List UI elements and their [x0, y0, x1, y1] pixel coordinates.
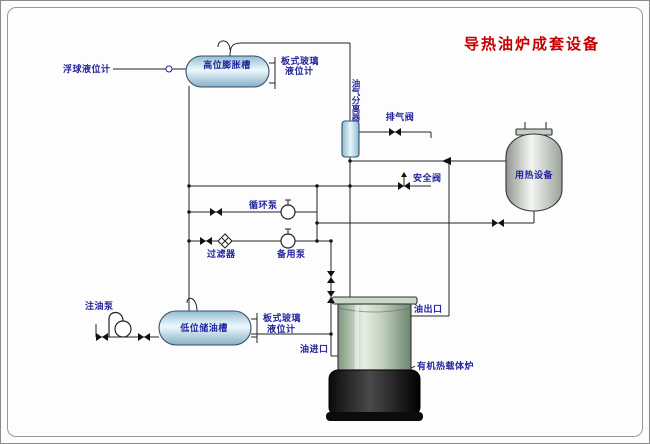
expansion-tank-vessel	[185, 55, 270, 88]
label-oil-inlet: 油进口	[300, 343, 329, 355]
sight-glass-top	[269, 57, 276, 89]
label-safety-valve: 安全阀	[413, 172, 442, 184]
standby-pump-icon	[280, 228, 296, 249]
kettle-top-stubs	[524, 122, 547, 129]
heat-equipment-vessel	[505, 128, 563, 212]
vent-curl-top-tank	[217, 40, 231, 51]
label-circulation-pump: 循环泵	[249, 199, 278, 211]
vent-curl-low-tank	[186, 297, 198, 312]
float-gauge-icon	[165, 65, 173, 73]
injection-valve-2-icon	[138, 333, 150, 341]
furnace-inner-arc	[337, 307, 412, 313]
furnace-top-flange	[331, 296, 418, 305]
furnace-base	[328, 369, 421, 417]
label-glass-gauge-bottom-1: 板式玻璃	[263, 312, 301, 324]
label-storage-tank: 低位储油槽	[179, 322, 228, 334]
pump1-suction-valve-icon	[210, 208, 222, 216]
label-heat-equipment: 用热设备	[514, 169, 554, 181]
flow-arrow-icon	[442, 157, 451, 165]
page-title: 导热油炉成套设备	[464, 35, 600, 53]
label-glass-gauge-bottom-2: 液位计	[267, 323, 296, 335]
injection-valve-1-icon	[96, 333, 108, 341]
storage-tank-vessel	[158, 310, 252, 346]
circulation-pump-icon	[280, 199, 296, 220]
label-furnace: 有机热载体炉	[417, 360, 474, 372]
pipe-vent-line	[359, 131, 432, 138]
furnace-assembly	[326, 296, 423, 421]
furnace-highlight	[355, 305, 359, 369]
pump2-suction-valve-icon	[200, 237, 212, 245]
furnace-body	[337, 303, 412, 371]
filter-icon	[217, 233, 233, 249]
exhaust-valve-icon	[389, 128, 401, 136]
label-injection-pump: 注油泵	[85, 300, 114, 312]
oil-gas-separator-vessel	[341, 120, 360, 158]
label-exhaust-valve: 排气阀	[386, 111, 415, 123]
injection-pump-icon	[108, 311, 132, 338]
pipe-tank-neck	[229, 42, 242, 57]
label-oil-outlet: 油出口	[414, 303, 443, 315]
label-filter: 过滤器	[207, 248, 236, 260]
pipe-oil-outlet-riser	[411, 161, 450, 317]
safety-valve-icon	[398, 172, 410, 190]
label-standby-pump: 备用泵	[276, 248, 306, 260]
label-expansion-tank: 高位膨胀槽	[203, 59, 251, 71]
label-float-gauge: 浮球液位计	[63, 63, 111, 75]
kettle-body	[505, 133, 563, 212]
kettle-outlet-valve-icon	[492, 219, 504, 227]
label-glass-gauge-top-1: 板式玻璃	[281, 55, 319, 67]
inlet-valve-1-icon	[327, 271, 335, 283]
inlet-valve-2-icon	[327, 291, 335, 303]
furnace-base-rim	[326, 412, 423, 421]
pipe-junction-dots	[187, 159, 451, 336]
sight-glass-bottom	[251, 313, 258, 343]
label-glass-gauge-top-2: 液位计	[285, 65, 314, 77]
label-separator: 油气分离器	[350, 78, 361, 122]
